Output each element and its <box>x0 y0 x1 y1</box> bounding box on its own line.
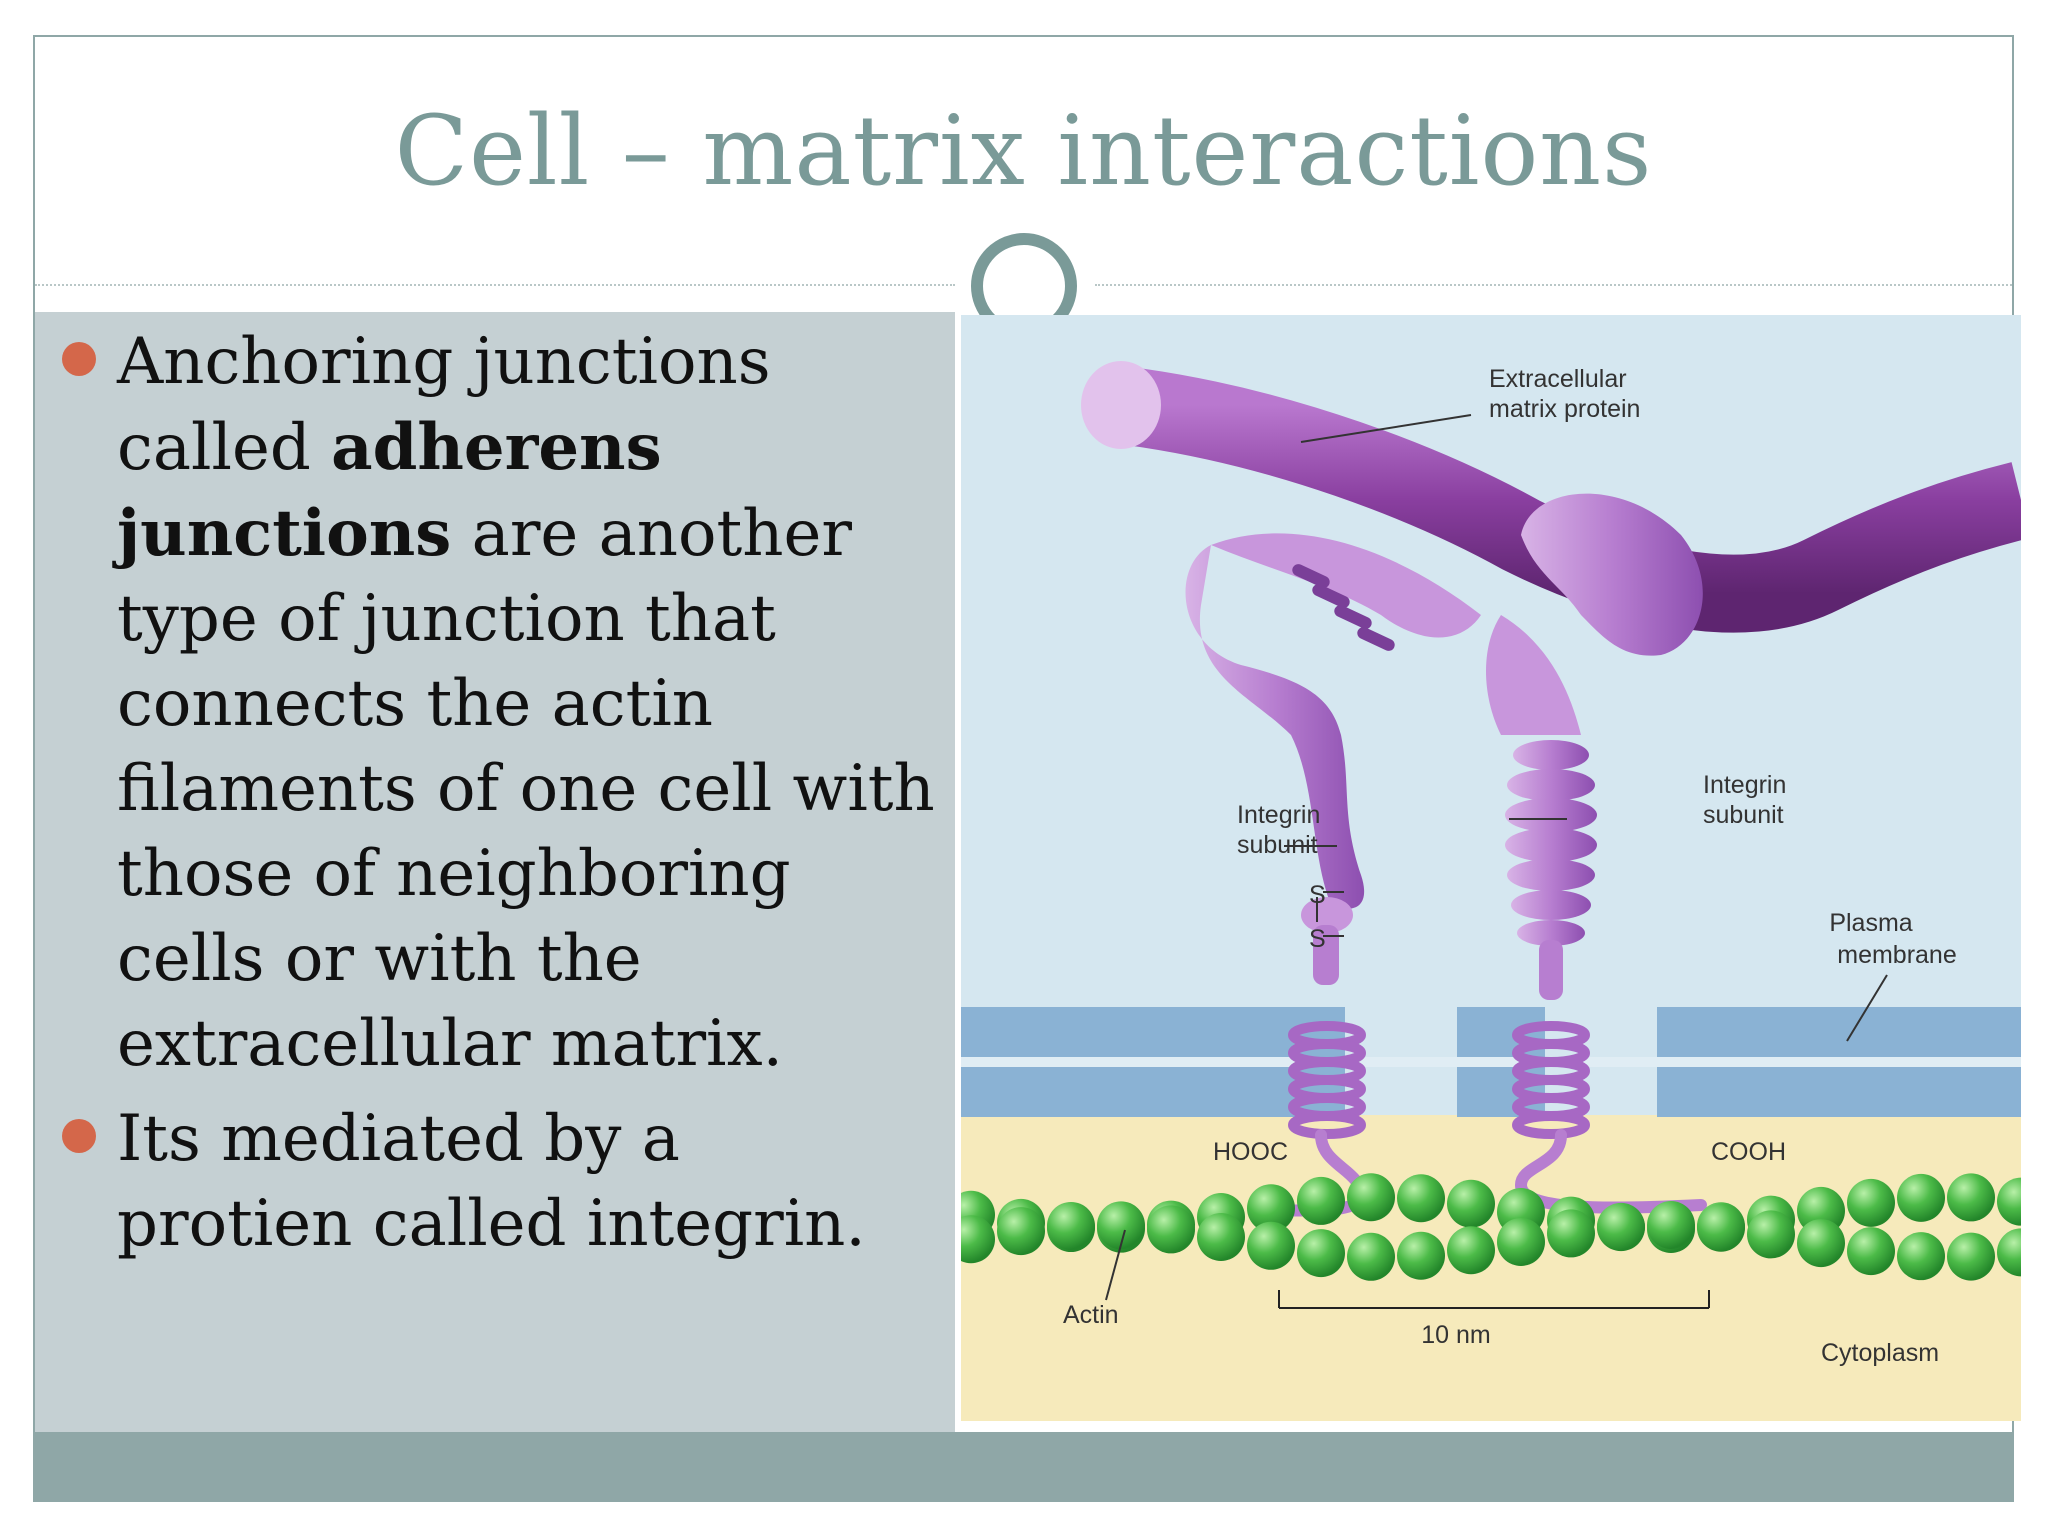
bullet-item: Its mediated by a protien called integri… <box>55 1097 935 1267</box>
bullet-text-segment: are another type of junction that connec… <box>117 497 935 1081</box>
label-disulfide-s: S <box>1309 925 1326 953</box>
plasma-membrane <box>961 1007 2021 1117</box>
actin-bead <box>1297 1229 1345 1278</box>
bullet-dot-icon <box>62 1119 96 1153</box>
actin-bead <box>1647 1201 1695 1250</box>
actin-bead <box>1347 1173 1395 1222</box>
label-extracellular-matrix: matrix protein <box>1489 395 1640 423</box>
footer-band <box>33 1432 2014 1502</box>
integrin-diagram-svg: Extracellular matrix protein Integrin su… <box>947 315 2045 1421</box>
bullet-text: Its mediated by a protien called integri… <box>117 1102 866 1261</box>
actin-bead <box>1597 1203 1645 1252</box>
actin-bead <box>1897 1173 1945 1222</box>
actin-bead <box>1397 1174 1445 1223</box>
actin-bead <box>1547 1209 1595 1258</box>
extracellular-space <box>961 315 2021 1115</box>
bullet-text-segment: Anchoring junctions called <box>117 325 771 485</box>
actin-bead <box>1797 1219 1845 1268</box>
bullet-text: Anchoring junctions called adherens junc… <box>117 325 935 1081</box>
label-cooh: COOH <box>1711 1138 1786 1166</box>
actin-bead <box>1247 1221 1295 1270</box>
integrin-right <box>1486 493 1707 1214</box>
actin-bead <box>1747 1210 1795 1259</box>
integrin-diagram: Extracellular matrix protein Integrin su… <box>947 315 2045 1421</box>
label-scale-10nm: 10 nm <box>1421 1321 1490 1349</box>
actin-bead <box>1847 1178 1895 1227</box>
actin-bead <box>997 1207 1045 1256</box>
title-divider-left <box>35 284 955 286</box>
label-hooc: HOOC <box>1213 1138 1288 1166</box>
actin-bead <box>1947 1173 1995 1222</box>
label-actin: Actin <box>1063 1301 1119 1329</box>
actin-bead <box>1197 1212 1245 1261</box>
label-integrin-subunit-left: subunit <box>1237 831 1318 859</box>
label-integrin-subunit-left: Integrin <box>1237 801 1320 829</box>
actin-bead <box>1847 1227 1895 1276</box>
label-integrin-subunit-right: subunit <box>1703 801 1784 829</box>
cytoplasm-region <box>961 1115 2021 1421</box>
actin-bead <box>1297 1176 1345 1225</box>
actin-bead <box>1447 1179 1495 1228</box>
label-plasma-membrane: membrane <box>1837 941 1957 969</box>
bullet-list: Anchoring junctions called adherens junc… <box>55 320 935 1277</box>
label-disulfide-s: S <box>1309 881 1326 909</box>
actin-bead <box>1247 1184 1295 1233</box>
leader-lines <box>1105 414 1888 1301</box>
bullet-item: Anchoring junctions called adherens junc… <box>55 320 935 1087</box>
scale-bar <box>1278 1290 1710 1309</box>
actin-bead <box>1697 1203 1745 1252</box>
bullet-text-bold: adherens junctions <box>117 410 662 571</box>
label-plasma-membrane: Plasma <box>1829 909 1912 937</box>
actin-bead <box>1497 1217 1545 1266</box>
actin-bead <box>1947 1232 1995 1281</box>
integrin-left <box>1185 533 1481 1217</box>
actin-bead <box>1047 1201 1095 1250</box>
label-extracellular-matrix: Extracellular <box>1489 365 1627 393</box>
text-panel <box>35 312 955 1432</box>
title-divider-right <box>1095 284 2012 286</box>
actin-bead <box>1447 1226 1495 1275</box>
actin-bead <box>1147 1205 1195 1254</box>
actin-bead <box>1097 1201 1145 1250</box>
actin-bead <box>1397 1231 1445 1280</box>
actin-bead <box>1347 1232 1395 1281</box>
label-cytoplasm: Cytoplasm <box>1821 1339 1939 1367</box>
bullet-dot-icon <box>62 342 96 376</box>
actin-bead <box>1897 1232 1945 1281</box>
slide-title: Cell – matrix interactions <box>394 95 1653 207</box>
label-integrin-subunit-right: Integrin <box>1703 771 1786 799</box>
